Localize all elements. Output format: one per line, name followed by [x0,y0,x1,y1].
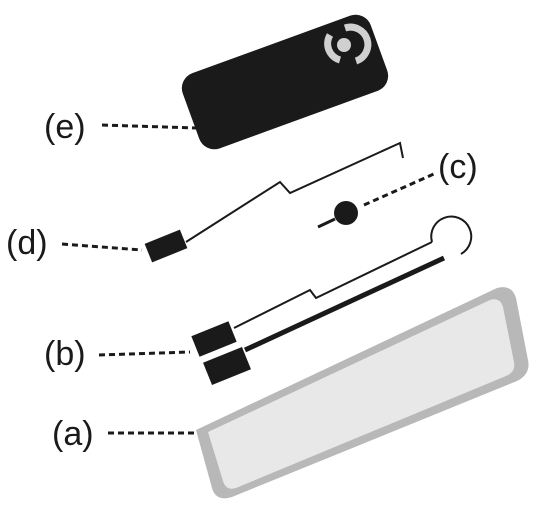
part-d-wire [144,141,404,263]
label-d: (d) [6,224,48,262]
hook-loop [430,215,473,255]
part-a-housing [196,287,529,499]
leader-e [101,123,197,130]
logo-icon [324,23,372,65]
label-b: (b) [44,335,86,373]
housing-face [208,299,515,489]
connector-b-upper [191,321,237,357]
part-c-ball [317,201,358,229]
connector-b-lower [203,347,251,385]
leader-b [98,350,191,357]
part-b-assembly [191,215,473,385]
leader-d [61,242,143,252]
leader-c [363,171,437,207]
cover-body [181,14,389,150]
part-e-cover [181,14,389,150]
connector-d [144,229,188,263]
ball [334,201,358,225]
label-a: (a) [52,415,94,453]
label-c: (c) [438,148,478,186]
ball-pin [317,217,336,229]
wire-d [185,141,404,243]
label-e: (e) [44,108,86,146]
thin-wire-b [233,241,433,329]
thick-rod [243,255,446,353]
